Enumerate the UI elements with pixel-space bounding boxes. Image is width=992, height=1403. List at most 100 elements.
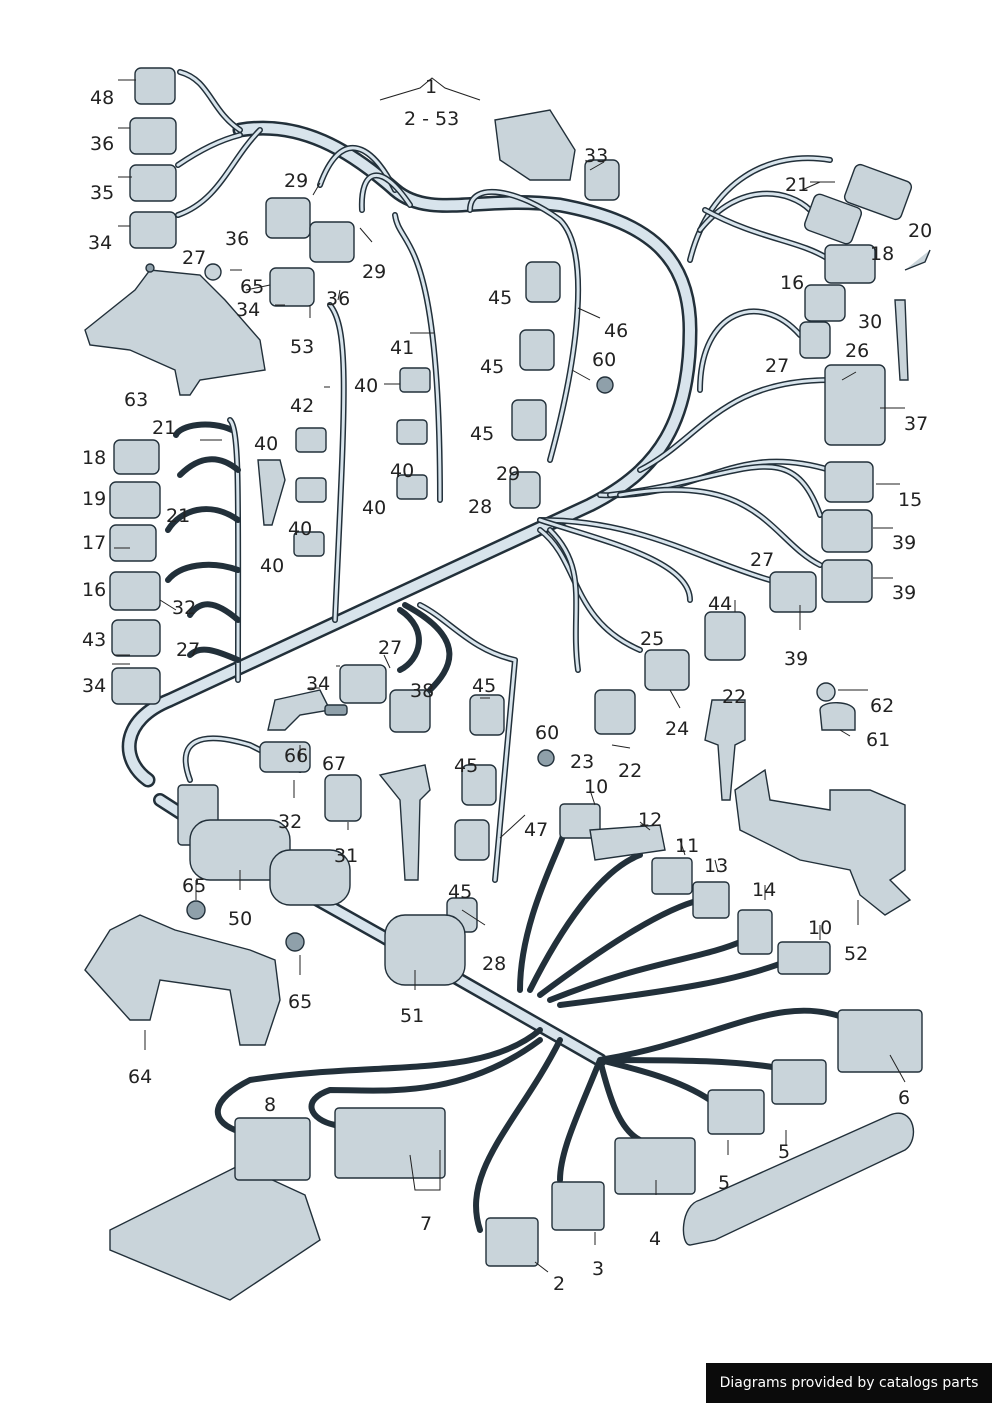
callout-label: 20 — [908, 220, 932, 242]
callout-label: 67 — [322, 753, 346, 775]
callout-label: 12 — [638, 809, 662, 831]
callout-label: 32 — [278, 811, 302, 833]
callout-label: 37 — [904, 413, 928, 435]
leader-lines — [112, 77, 906, 1273]
callout-label: 27 — [765, 355, 789, 377]
callout-label: 46 — [604, 320, 628, 342]
callout-label: 32 — [172, 597, 196, 619]
callout-label: 43 — [82, 629, 106, 651]
callout-label: 36 — [225, 228, 249, 250]
callout-label: 47 — [524, 819, 548, 841]
callout-label: 1 — [425, 76, 437, 98]
components — [84, 67, 931, 1301]
callout-label: 42 — [290, 395, 314, 417]
callout-label: 29 — [284, 170, 308, 192]
callout-label: 10 — [808, 917, 832, 939]
callout-label: 8 — [264, 1094, 276, 1116]
callout-label: 34 — [306, 673, 330, 695]
callout-label: 62 — [870, 695, 894, 717]
callout-label: 29 — [496, 463, 520, 485]
callout-label: 40 — [390, 460, 414, 482]
callout-label: 26 — [845, 340, 869, 362]
callout-label: 52 — [844, 943, 868, 965]
callout-label: 36 — [326, 288, 350, 310]
callout-label: 66 — [284, 745, 308, 767]
callout-label: 15 — [898, 489, 922, 511]
callout-label: 65 — [240, 276, 264, 298]
callout-label: 34 — [82, 675, 106, 697]
callout-label: 60 — [535, 722, 559, 744]
callout-label: 65 — [182, 875, 206, 897]
callout-label: 22 — [618, 760, 642, 782]
callout-label: 11 — [675, 835, 699, 857]
callout-label: 41 — [390, 337, 414, 359]
callout-label: 45 — [488, 287, 512, 309]
callout-label: 29 — [362, 261, 386, 283]
callout-label: 39 — [892, 532, 916, 554]
callout-label: 27 — [182, 247, 206, 269]
callout-label: 24 — [665, 718, 689, 740]
callout-label: 16 — [780, 272, 804, 294]
callout-label: 45 — [448, 881, 472, 903]
callout-label: 51 — [400, 1005, 424, 1027]
callout-label: 14 — [752, 879, 776, 901]
callout-label: 28 — [482, 953, 506, 975]
callout-label: 50 — [228, 908, 252, 930]
callout-label: 3 — [592, 1258, 604, 1280]
callout-label: 35 — [90, 182, 114, 204]
callout-label: 45 — [454, 755, 478, 777]
callout-label: 31 — [334, 845, 358, 867]
callout-label: 27 — [176, 639, 200, 661]
callout-label: 45 — [472, 675, 496, 697]
callout-label: 45 — [480, 356, 504, 378]
callout-label: 5 — [778, 1141, 790, 1163]
callout-labels: 48 36 35 34 27 65 34 63 1 2 - 53 29 36 2… — [82, 76, 932, 1295]
callout-label: 22 — [722, 686, 746, 708]
callout-label: 45 — [470, 423, 494, 445]
callout-label: 34 — [88, 232, 112, 254]
callout-label: 48 — [90, 87, 114, 109]
callout-label: 10 — [584, 776, 608, 798]
callout-label: 17 — [82, 532, 106, 554]
callout-label: 4 — [649, 1228, 661, 1250]
callout-label: 40 — [354, 375, 378, 397]
callout-label: 28 — [468, 496, 492, 518]
callout-label: 21 — [152, 417, 176, 439]
callout-label: 27 — [378, 637, 402, 659]
callout-label: 19 — [82, 488, 106, 510]
callout-label: 65 — [288, 991, 312, 1013]
callout-label: 53 — [290, 336, 314, 358]
callout-label: 6 — [898, 1087, 910, 1109]
callout-label: 18 — [870, 243, 894, 265]
callout-label: 34 — [236, 299, 260, 321]
callout-label: 21 — [166, 505, 190, 527]
callout-label: 36 — [90, 133, 114, 155]
callout-label: 38 — [410, 680, 434, 702]
callout-label: 27 — [750, 549, 774, 571]
callout-label: 44 — [708, 593, 732, 615]
callout-label: 13 — [704, 855, 728, 877]
callout-label: 7 — [420, 1213, 432, 1235]
callout-label: 60 — [592, 349, 616, 371]
callout-label: 23 — [570, 751, 594, 773]
callout-label: 63 — [124, 389, 148, 411]
callout-label: 40 — [288, 518, 312, 540]
catalog-footer-banner: Diagrams provided by catalogs parts — [706, 1363, 992, 1403]
callout-label: 40 — [254, 433, 278, 455]
callout-label: 16 — [82, 579, 106, 601]
callout-label: 18 — [82, 447, 106, 469]
callout-label: 61 — [866, 729, 890, 751]
callout-label: 30 — [858, 311, 882, 333]
callout-label: 2 - 53 — [404, 108, 459, 130]
callout-label: 64 — [128, 1066, 152, 1088]
callout-label: 39 — [784, 648, 808, 670]
callout-label: 39 — [892, 582, 916, 604]
callout-label: 2 — [553, 1273, 565, 1295]
callout-label: 33 — [584, 145, 608, 167]
callout-label: 40 — [362, 497, 386, 519]
callout-label: 25 — [640, 628, 664, 650]
callout-label: 40 — [260, 555, 284, 577]
callout-label: 5 — [718, 1172, 730, 1194]
callout-label: 21 — [785, 174, 809, 196]
